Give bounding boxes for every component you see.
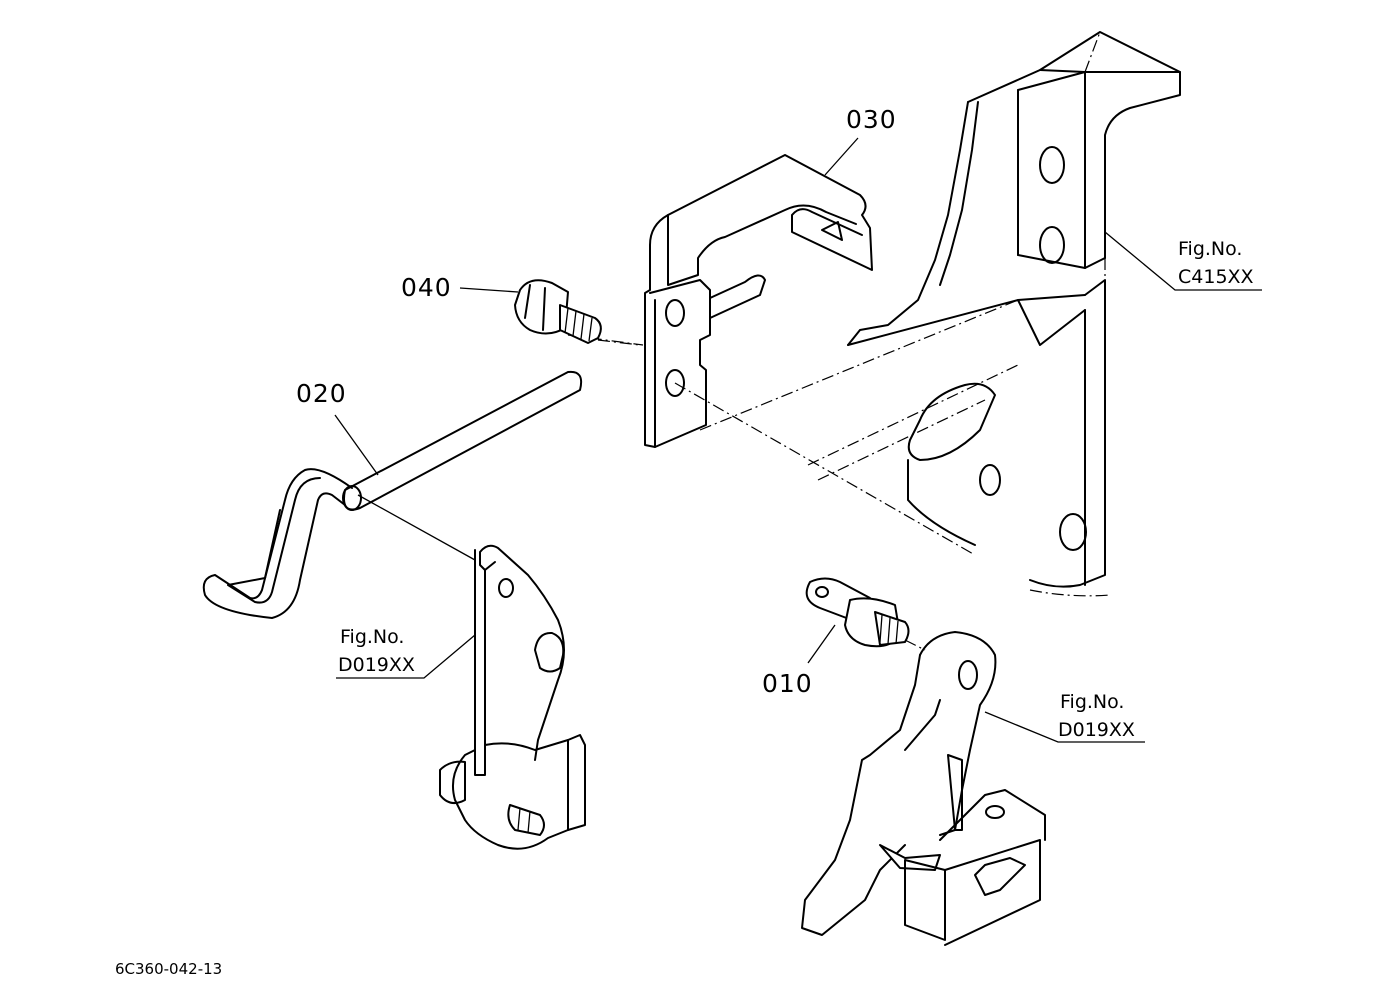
part-030-bracket <box>567 154 976 556</box>
part-040-bolt <box>514 279 641 346</box>
callout-030: 030 <box>846 105 897 134</box>
fig-ref-d019-right-code: D019XX <box>1058 719 1135 741</box>
callout-020: 020 <box>296 379 347 408</box>
frame-bracket <box>699 31 1181 597</box>
leader-lines <box>334 137 1262 743</box>
fig-ref-c415-title: Fig.No. <box>1178 238 1242 260</box>
callout-010: 010 <box>762 669 813 698</box>
fig-ref-d019-left-title: Fig.No. <box>340 626 404 648</box>
part-020-rod <box>202 370 583 619</box>
fig-ref-d019-left-code: D019XX <box>338 654 415 676</box>
part-010-pin <box>805 577 926 651</box>
left-lever-assembly <box>439 544 586 850</box>
callout-040: 040 <box>401 273 452 302</box>
fig-ref-c415-code: C415XX <box>1178 266 1254 288</box>
fig-ref-d019-right-title: Fig.No. <box>1060 691 1124 713</box>
right-lever-assembly <box>801 631 1046 946</box>
drawing-code: 6C360-042-13 <box>115 960 222 978</box>
